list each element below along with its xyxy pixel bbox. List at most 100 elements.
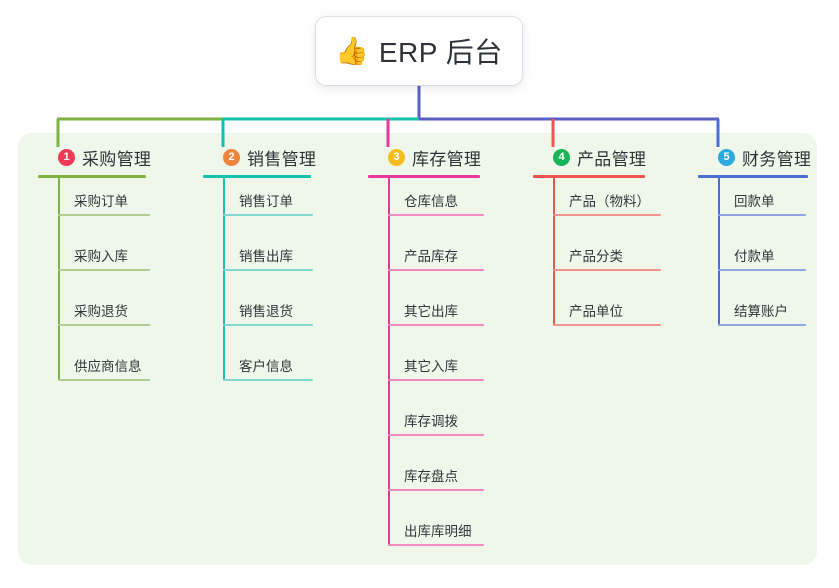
- leaf-underline: [58, 214, 150, 216]
- branch-4: 4 产品管理产品（物料） 产品分类产品单位: [533, 144, 661, 343]
- leaf-underline: [58, 379, 150, 381]
- leaf-node-label: 仓库信息: [404, 194, 458, 209]
- leaf-node-label: 采购订单: [74, 194, 128, 209]
- branch-header-1[interactable]: 1 采购管理: [38, 144, 151, 170]
- leaf-underline: [223, 214, 313, 216]
- leaf-node[interactable]: 产品（物料）: [533, 178, 661, 233]
- leaf-node[interactable]: 客户信息: [203, 343, 316, 398]
- branch-number-badge: 4: [553, 148, 570, 166]
- leaf-node-label: 客户信息: [239, 359, 293, 374]
- leaf-node[interactable]: 回款单: [698, 178, 811, 233]
- branch-spine: [718, 178, 720, 325]
- branch-children: 产品（物料） 产品分类产品单位: [533, 178, 661, 343]
- branch-children: 采购订单采购入库采购退货供应商信息: [38, 178, 151, 398]
- branch-underline: [38, 175, 146, 178]
- leaf-node[interactable]: 销售出库: [203, 233, 316, 288]
- leaf-node[interactable]: 销售退货: [203, 288, 316, 343]
- leaf-node-label: 其它入库: [404, 359, 458, 374]
- leaf-node-label: 库存盘点: [404, 469, 458, 484]
- branch-title: 财务管理: [742, 149, 812, 169]
- leaf-node-label: 其它出库: [404, 304, 458, 319]
- branch-title: 采购管理: [82, 149, 152, 169]
- leaf-node-label: 销售退货: [239, 304, 293, 319]
- leaf-underline: [388, 324, 484, 326]
- branch-underline: [533, 175, 645, 178]
- leaf-underline: [388, 269, 484, 271]
- branch-number-badge: 5: [718, 148, 735, 166]
- leaf-node[interactable]: 采购退货: [38, 288, 151, 343]
- branch-header-5[interactable]: 5 财务管理: [698, 144, 811, 170]
- branch-header-4[interactable]: 4 产品管理: [533, 144, 646, 170]
- leaf-node[interactable]: 出库库明细: [368, 508, 484, 563]
- branch-spine: [58, 178, 60, 380]
- branch-number-badge: 3: [388, 148, 405, 166]
- leaf-node-label: 供应商信息: [74, 359, 142, 374]
- branch-children: 仓库信息产品库存其它出库其它入库库存调拨库存盘点出库库明细: [368, 178, 484, 563]
- leaf-underline: [388, 489, 484, 491]
- leaf-node[interactable]: 其它入库: [368, 343, 484, 398]
- leaf-node[interactable]: 其它出库: [368, 288, 484, 343]
- branch-header-3[interactable]: 3 库存管理: [368, 144, 481, 170]
- leaf-node[interactable]: 产品库存: [368, 233, 484, 288]
- branch-number-badge: 2: [223, 148, 240, 166]
- leaf-node[interactable]: 采购订单: [38, 178, 151, 233]
- leaf-underline: [388, 379, 484, 381]
- leaf-node[interactable]: 仓库信息: [368, 178, 484, 233]
- leaf-node-label: 产品库存: [404, 249, 458, 264]
- leaf-node-label: 采购入库: [74, 249, 128, 264]
- root-node-label: ERP 后台: [378, 37, 503, 68]
- leaf-node[interactable]: 产品分类: [533, 233, 661, 288]
- leaf-underline: [388, 214, 484, 216]
- leaf-node-label: 产品分类: [569, 249, 623, 264]
- leaf-node[interactable]: 销售订单: [203, 178, 316, 233]
- leaf-underline: [553, 324, 661, 326]
- leaf-underline: [223, 269, 313, 271]
- leaf-underline: [223, 324, 313, 326]
- leaf-node[interactable]: 供应商信息: [38, 343, 151, 398]
- leaf-node[interactable]: 结算账户: [698, 288, 811, 343]
- leaf-node[interactable]: 付款单: [698, 233, 811, 288]
- leaf-node[interactable]: 采购入库: [38, 233, 151, 288]
- branch-header-2[interactable]: 2 销售管理: [203, 144, 316, 170]
- leaf-node[interactable]: 产品单位: [533, 288, 661, 343]
- leaf-underline: [223, 379, 313, 381]
- leaf-node-label: 出库库明细: [404, 524, 472, 539]
- leaf-node-label: 回款单: [734, 194, 775, 209]
- leaf-node-label: 产品（物料）: [569, 194, 650, 209]
- leaf-node-label: 采购退货: [74, 304, 128, 319]
- leaf-node-label: 产品单位: [569, 304, 623, 319]
- branch-2: 2 销售管理销售订单销售出库销售退货客户信息: [203, 144, 316, 398]
- leaf-node[interactable]: 库存盘点: [368, 453, 484, 508]
- branch-title: 库存管理: [412, 149, 482, 169]
- leaf-underline: [553, 269, 661, 271]
- branch-3: 3 库存管理仓库信息产品库存其它出库其它入库库存调拨库存盘点出库库明细: [368, 144, 484, 563]
- leaf-node-label: 库存调拨: [404, 414, 458, 429]
- branch-children: 销售订单销售出库销售退货客户信息: [203, 178, 316, 398]
- thumbs-up-icon: 👍: [335, 35, 369, 66]
- diagram-panel: [18, 133, 817, 565]
- leaf-underline: [553, 214, 661, 216]
- branch-spine: [223, 178, 225, 380]
- leaf-node-label: 付款单: [734, 249, 775, 264]
- branch-5: 5 财务管理回款单付款单结算账户: [698, 144, 811, 343]
- leaf-node[interactable]: 库存调拨: [368, 398, 484, 453]
- leaf-underline: [58, 269, 150, 271]
- branch-number-badge: 1: [58, 148, 75, 166]
- leaf-underline: [58, 324, 150, 326]
- branch-underline: [368, 175, 480, 178]
- branch-1: 1 采购管理采购订单采购入库采购退货供应商信息: [38, 144, 151, 398]
- branch-spine: [388, 178, 390, 545]
- leaf-underline: [718, 324, 806, 326]
- branch-underline: [698, 175, 808, 178]
- leaf-node-label: 销售订单: [239, 194, 293, 209]
- leaf-underline: [388, 544, 484, 546]
- leaf-node-label: 销售出库: [239, 249, 293, 264]
- root-node[interactable]: 👍 ERP 后台: [316, 17, 522, 85]
- branch-underline: [203, 175, 311, 178]
- branch-spine: [553, 178, 555, 325]
- leaf-underline: [718, 214, 806, 216]
- leaf-underline: [388, 434, 484, 436]
- branch-title: 产品管理: [577, 149, 647, 169]
- branch-title: 销售管理: [247, 149, 317, 169]
